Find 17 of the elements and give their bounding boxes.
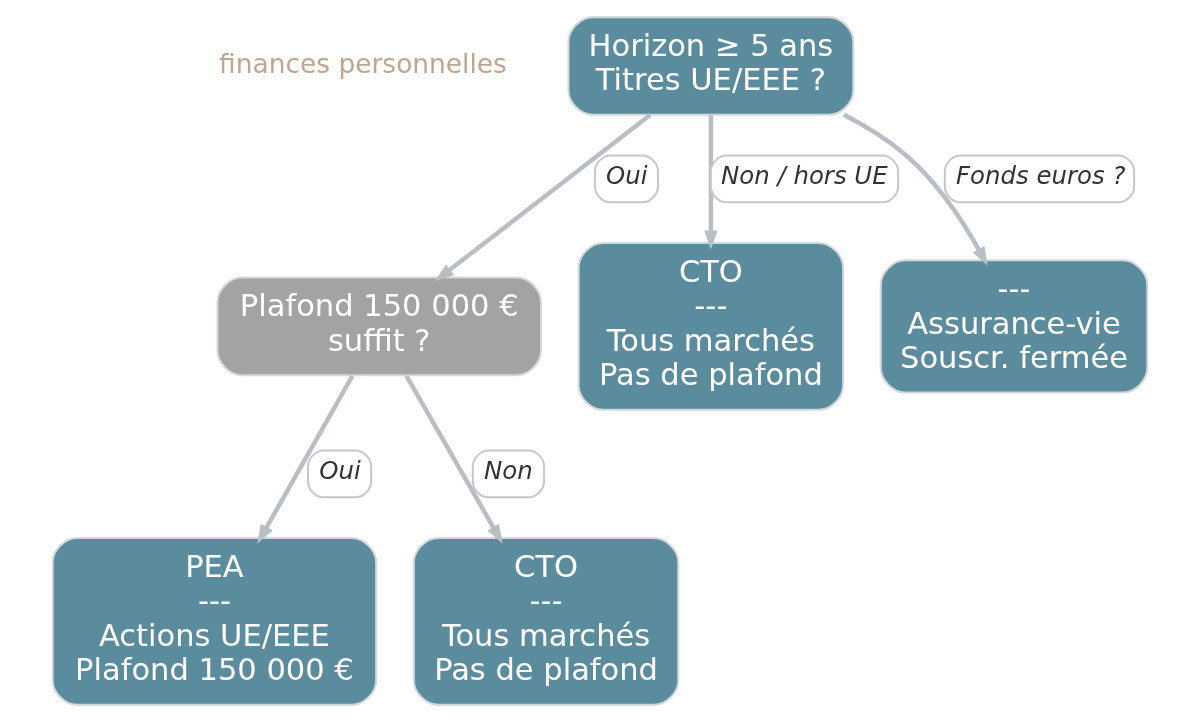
node-box: CTO --- Tous marchés Pas de plafond (577, 241, 845, 411)
node-box: CTO --- Tous marchés Pas de plafond (412, 536, 680, 706)
node-box: Horizon ≥ 5 ans Titres UE/EEE ? (567, 15, 855, 116)
arrow (434, 112, 652, 281)
arrow (404, 374, 503, 544)
node-box: Plafond 150 000 € suffit ? (216, 276, 542, 376)
node-box: --- Assurance-vie Souscr. fermée (879, 258, 1149, 394)
node-box: PEA --- Actions UE/EEE Plafond 150 000 € (51, 536, 378, 706)
label: finances personnelles (219, 47, 507, 79)
edge-label: Non (484, 455, 533, 485)
arrow (704, 114, 718, 250)
edge-label: Fonds euros ? (956, 160, 1126, 190)
edge-label: Non / hors UE (721, 160, 888, 190)
edge-label: Oui (606, 160, 648, 190)
arrow (257, 374, 355, 544)
arrow (842, 112, 988, 266)
edge-label: Oui (319, 455, 361, 485)
